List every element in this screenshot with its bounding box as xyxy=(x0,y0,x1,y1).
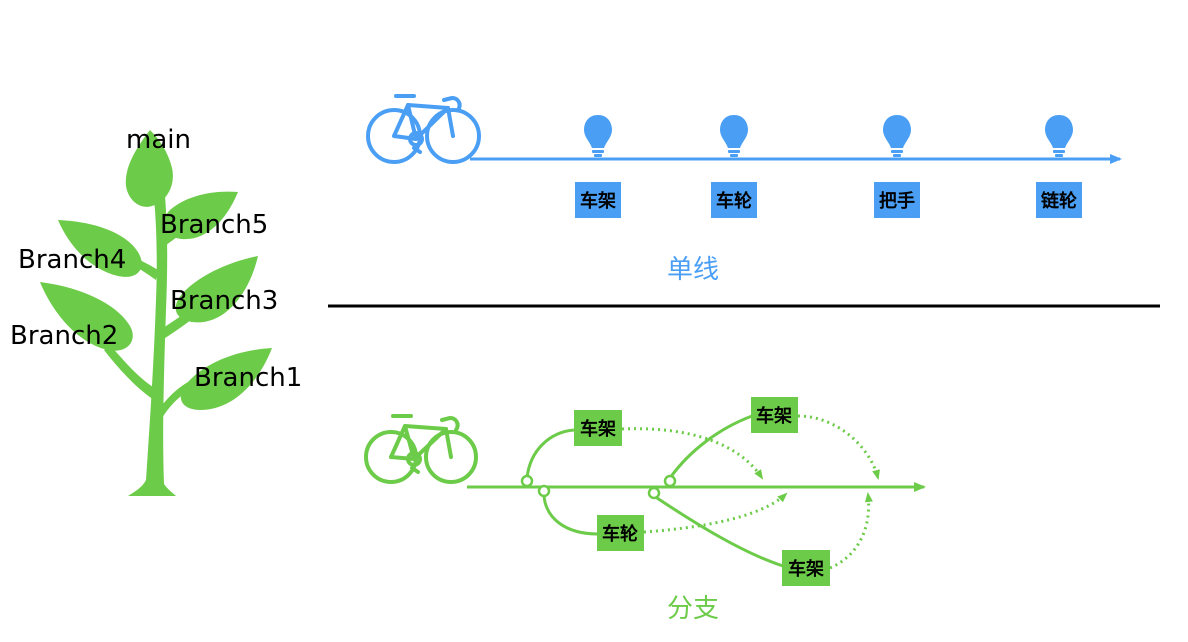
tree-labels: main Branch5 Branch4 Branch3 Branch2 Bra… xyxy=(10,125,302,393)
branch-curve-frame-2 xyxy=(668,414,753,479)
tree-trunk xyxy=(128,170,176,496)
tree-label-branch4: Branch4 xyxy=(18,245,126,275)
single-step-label: 车架 xyxy=(580,190,616,212)
branch-tag: 车架 xyxy=(574,410,622,446)
lightbulb-icon xyxy=(1045,115,1073,157)
tree-label-main: main xyxy=(126,125,191,155)
tree-label-branch1: Branch1 xyxy=(194,363,302,393)
single-step-tag: 把手 xyxy=(874,182,920,218)
lightbulb-icon xyxy=(584,115,612,157)
merge-curve-wheel xyxy=(643,492,788,534)
leaf-main xyxy=(125,130,173,207)
branch-title: 分支 xyxy=(667,594,719,624)
branch-tag-label: 车架 xyxy=(756,405,792,427)
lightbulb-icon xyxy=(720,115,748,157)
branch-tag: 车轮 xyxy=(597,515,644,551)
branch-tag-label: 车架 xyxy=(580,418,616,440)
merge-curve-frame-3 xyxy=(829,492,873,570)
branch-section: 车架 车架 车轮 车架 分支 xyxy=(364,397,926,624)
leaf-branch4 xyxy=(58,220,142,277)
single-line-title: 单线 xyxy=(667,255,719,285)
single-step-label: 链轮 xyxy=(1041,190,1077,212)
branch-curve-wheel xyxy=(542,495,599,536)
branch-tree xyxy=(40,130,272,496)
lightbulb-icon xyxy=(883,115,911,157)
bicycle-icon xyxy=(364,414,478,484)
branch-curve-frame-3 xyxy=(653,494,784,568)
branch-point xyxy=(520,474,534,488)
branch-curve-frame-1 xyxy=(525,428,575,479)
single-step-tag: 车架 xyxy=(575,182,621,218)
merge-curve-frame-2 xyxy=(797,414,880,480)
single-step-tag: 车轮 xyxy=(711,182,757,218)
branch-point xyxy=(537,484,551,498)
tree-label-branch5: Branch5 xyxy=(160,210,268,240)
single-line-section: 车架 车轮 把手 链轮 单线 xyxy=(366,94,1122,285)
branch-tag-label: 车轮 xyxy=(602,523,638,545)
leaf-branch1 xyxy=(180,348,272,410)
branch-tag: 车架 xyxy=(751,397,798,433)
tree-stem-branch2 xyxy=(104,345,158,400)
single-step-label: 把手 xyxy=(879,190,915,212)
single-step-label: 车轮 xyxy=(716,190,752,212)
tree-label-branch3: Branch3 xyxy=(170,286,278,316)
leaf-branch5 xyxy=(162,191,238,240)
tree-label-branch2: Branch2 xyxy=(10,321,118,351)
branch-point xyxy=(647,486,661,500)
branch-point xyxy=(663,474,677,488)
single-step-tag: 链轮 xyxy=(1036,182,1082,218)
branch-tag-label: 车架 xyxy=(788,558,824,580)
bicycle-icon xyxy=(366,94,481,164)
leaf-branch2 xyxy=(40,282,133,351)
branch-tag: 车架 xyxy=(782,550,830,586)
leaf-branch3 xyxy=(175,256,258,323)
